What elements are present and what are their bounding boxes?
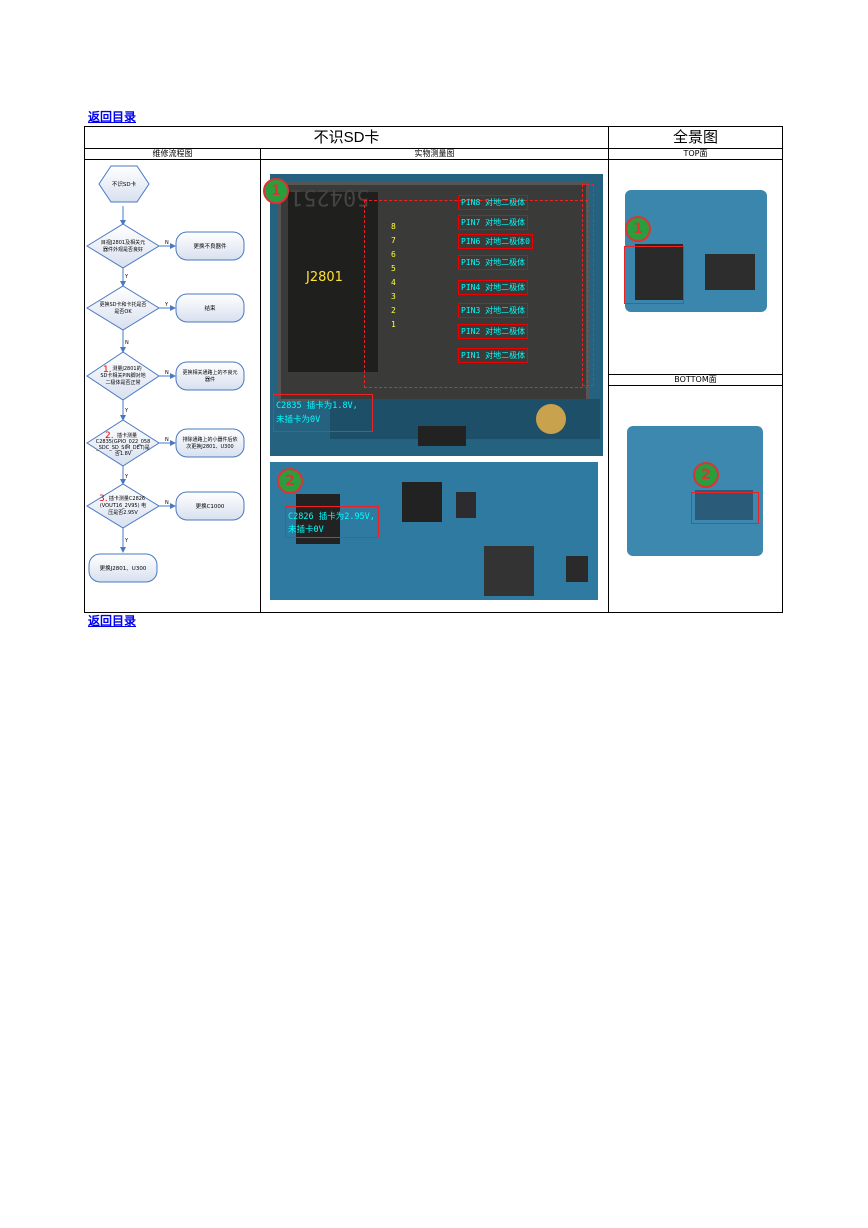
col-header-top: TOP面 xyxy=(609,149,783,160)
flow-label-no-2: N xyxy=(125,340,129,346)
badge-2: 2 xyxy=(277,468,303,494)
flow-decision-4-line4: 否1.8V xyxy=(115,451,132,457)
flow-decision-3-line2: SD卡相关PIN脚对地 xyxy=(100,372,145,379)
flow-action-3-line1: 更换相关通路上的不良元 xyxy=(182,369,237,376)
col-header-measure: 实物测量图 xyxy=(261,149,609,160)
flow-label-no-1: N xyxy=(165,240,169,246)
bottom-board-image xyxy=(627,426,763,556)
pin-number-5: 5 xyxy=(391,264,396,273)
flow-start-text: 不识SD卡 xyxy=(112,180,137,188)
note1-line2: 未插卡为0V xyxy=(276,413,320,425)
screw-pad xyxy=(536,404,566,434)
back-to-contents-link-top[interactable]: 返回目录 xyxy=(88,108,136,125)
pin-number-4: 4 xyxy=(391,278,396,287)
pin7-label: PIN7 对地二极体 xyxy=(458,215,528,230)
silk-number: 504251 xyxy=(290,184,369,209)
note2-line2: 未插卡0V xyxy=(288,523,324,535)
flow-decision-1-line2: 器件外观是否良好 xyxy=(103,246,143,253)
bottom-highlight-box xyxy=(691,492,759,524)
table-title: 不识SD卡 xyxy=(85,127,609,149)
flow-decision-3-line3: 二极体是否正常 xyxy=(105,379,140,386)
pin-number-2: 2 xyxy=(391,306,396,315)
flow-decision-4-line1: 插卡测量 xyxy=(117,432,137,439)
flow-label-yes-4: Y xyxy=(124,474,129,480)
pin8-label: PIN8 对地二极体 xyxy=(458,195,528,210)
note1-line1: C2835 插卡为1.8V, xyxy=(276,399,358,411)
connector-label: J2801 xyxy=(306,270,343,285)
pin3-label: PIN3 对地二极体 xyxy=(458,303,528,318)
flow-label-no-3: N xyxy=(165,370,169,376)
col-header-flow: 维修流程图 xyxy=(85,149,261,160)
sd-card-repair-table: 不识SD卡 全景图 维修流程图 实物测量图 TOP面 xyxy=(84,126,783,613)
flow-label-yes-5: Y xyxy=(124,538,129,544)
flow-decision-2-line2: 是否OK xyxy=(114,309,132,315)
top-board-chip xyxy=(705,254,755,290)
flow-decision-5-line2: (VOUT16_2V95) 电 xyxy=(100,502,146,509)
note2-box: C2826 插卡为2.95V, 未插卡0V xyxy=(285,506,379,538)
repair-flowchart: N Y N N N Y N Y Y Y 不识SD卡 目视J2801及相关元 器件… xyxy=(85,160,260,608)
flow-label-yes-2: Y xyxy=(164,302,169,308)
panorama-title: 全景图 xyxy=(609,127,783,149)
pin-number-3: 3 xyxy=(391,292,396,301)
top-panorama-cell: 1 xyxy=(609,160,783,375)
flow-decision-3-line1: 测量J2801的 xyxy=(112,365,141,372)
note2-line1: C2826 插卡为2.95V, xyxy=(288,510,375,522)
chip-e xyxy=(566,556,588,582)
pin1-label: PIN1 对地二极体 xyxy=(458,348,528,363)
flow-label-yes-3: Y xyxy=(124,408,129,414)
pin5-label: PIN5 对地二极体 xyxy=(458,255,528,270)
side-contacts-box xyxy=(582,184,594,386)
bottom-badge-2: 2 xyxy=(693,462,719,488)
flow-action-2-text: 结束 xyxy=(204,304,216,312)
chip-b xyxy=(484,546,534,596)
flow-decision-1 xyxy=(87,224,159,268)
flow-label-no-5: N xyxy=(165,500,169,506)
pin2-label: PIN2 对地二极体 xyxy=(458,324,528,339)
flow-action-1-text: 更换不良器件 xyxy=(193,242,227,250)
ic-chip xyxy=(418,426,466,446)
flow-action-4-line1: 排除通路上的小器件后依 xyxy=(182,436,237,443)
pin-number-8: 8 xyxy=(391,222,396,231)
flowchart-cell: N Y N N N Y N Y Y Y 不识SD卡 目视J2801及相关元 器件… xyxy=(85,160,261,613)
flow-label-no-4: N xyxy=(165,437,169,443)
flow-action-3-line2: 器件 xyxy=(205,376,215,383)
flow-action-3 xyxy=(176,362,244,390)
note1-box: C2835 插卡为1.8V, 未插卡为0V xyxy=(273,394,373,432)
chip-d xyxy=(456,492,476,518)
flow-decision-5-line3: 压是否2.95V xyxy=(108,510,138,516)
flow-action-4-line2: 次更换J2801、U300 xyxy=(186,443,233,450)
badge-1: 1 xyxy=(263,178,289,204)
col-header-bottom: BOTTOM面 xyxy=(609,374,783,385)
flow-end-text: 更换J2801、U300 xyxy=(100,564,147,572)
pin-number-7: 7 xyxy=(391,236,396,245)
flow-decision-2-line1: 更换SD卡和卡托是否 xyxy=(99,301,146,308)
pin4-label: PIN4 对地二极体 xyxy=(458,280,528,295)
flow-decision-5-line1: 插卡测量C2826 xyxy=(109,495,145,502)
flow-action-5-text: 更换C1000 xyxy=(196,502,225,510)
flow-decision-2 xyxy=(87,286,159,330)
bottom-panorama-cell: 2 xyxy=(609,385,783,612)
chip-a xyxy=(402,482,442,522)
top-badge-1: 1 xyxy=(625,216,651,242)
flow-action-4 xyxy=(176,429,244,457)
measure-cell: 504251 J2801 1 8 7 6 5 4 3 2 1 PIN8 对地二极… xyxy=(261,160,609,613)
back-to-contents-link-bottom[interactable]: 返回目录 xyxy=(88,612,136,629)
flow-label-yes-1: Y xyxy=(124,274,129,280)
pin6-label: PIN6 对地二极体0 xyxy=(458,234,533,249)
top-highlight-box xyxy=(624,246,684,304)
pin-number-1: 1 xyxy=(391,320,396,329)
pin-number-6: 6 xyxy=(391,250,396,259)
flow-decision-1-line1: 目视J2801及相关元 xyxy=(101,239,145,246)
